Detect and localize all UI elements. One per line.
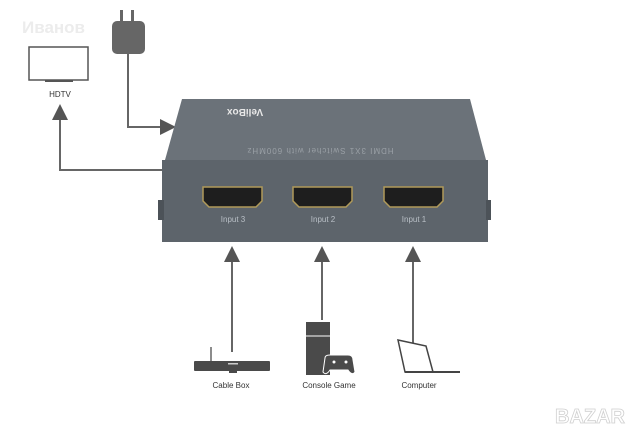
source-label-console-game: Console Game: [302, 381, 356, 390]
watermark-bottom: BAZAR: [555, 406, 626, 428]
hdmi-switch: VeliBox HDMI 3X1 Switcher with 600MHz In…: [158, 99, 491, 242]
brand-logo: VeliBox: [227, 106, 264, 117]
hdmi-port-input-2: [292, 186, 353, 208]
port-label: Input 2: [311, 215, 336, 224]
port-label: Input 3: [221, 215, 246, 224]
power-adapter-icon: [112, 10, 145, 54]
source-label-cable-box: Cable Box: [213, 381, 250, 390]
model-text: HDMI 3X1 Switcher with 600MHz: [246, 146, 393, 155]
output-cable: [52, 104, 165, 171]
hdtv-label: HDTV: [49, 90, 71, 99]
source-label-computer: Computer: [401, 381, 436, 390]
watermark-top: Иванов: [22, 18, 85, 37]
tv-icon: [28, 46, 89, 82]
laptop-icon: [397, 339, 460, 373]
power-cable: [127, 54, 176, 135]
port-label: Input 1: [402, 215, 427, 224]
set-top-box-icon: [194, 347, 270, 373]
game-console-icon: [306, 322, 356, 375]
hdmi-port-input-3: [202, 186, 263, 208]
hdmi-port-input-1: [383, 186, 444, 208]
